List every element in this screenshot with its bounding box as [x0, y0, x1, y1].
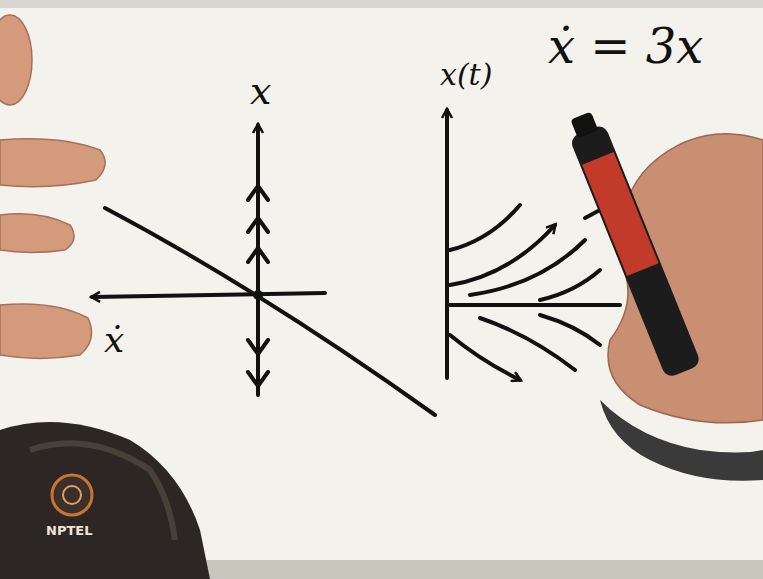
equation-label: ẋ = 3x — [548, 22, 703, 70]
axis-label: ẋ — [104, 322, 124, 358]
watermark: NPTEL — [46, 524, 92, 537]
axis-label: x(t) — [440, 60, 492, 90]
axis-label: x — [250, 72, 271, 110]
